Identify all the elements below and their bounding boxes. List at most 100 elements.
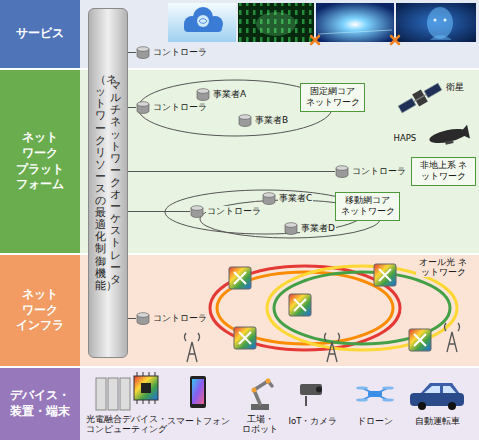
service-image [430, 35, 452, 40]
optical-switch [379, 269, 391, 281]
cylinder-icon [336, 166, 348, 171]
node-text: コントローラ [152, 47, 208, 58]
text-label: オール光 ネットワーク [416, 257, 471, 277]
satellite-icon [397, 80, 444, 115]
node-text: 固定網コア ネットワーク [305, 86, 360, 109]
device-icon [96, 378, 106, 410]
connector-line [128, 171, 335, 172]
label-text: オール光 ネットワーク [416, 257, 471, 277]
node-text: デバイス・ 装置・端末 [10, 388, 71, 419]
controller: コントローラ [335, 165, 407, 178]
layer-label: ネット ワーク プラット フォーム [0, 70, 80, 253]
device-icon [382, 386, 394, 389]
device-icon [410, 393, 464, 406]
service-image [316, 3, 394, 42]
antenna-icon [327, 342, 337, 362]
connector-line [128, 318, 136, 319]
node-text: マルチネットワークオーケストレータ [110, 80, 121, 286]
device-icon [190, 376, 206, 408]
optical-switch [414, 334, 426, 346]
cylinder-icon [191, 206, 203, 211]
optical-switch [229, 267, 251, 289]
haps-icon [428, 126, 468, 146]
network-box: 移動網コア ネットワーク [335, 192, 400, 221]
haps-icon [428, 125, 470, 148]
cross-mark [311, 36, 399, 44]
cylinder-icon [284, 222, 298, 235]
device-icon [266, 379, 271, 384]
optical-switch [239, 332, 251, 344]
node-text: （ネットワークリソースの最適化制御機能） [95, 74, 106, 292]
device-icon [362, 388, 388, 400]
text-label: 光電融合デバイス・ コンピューティング [85, 414, 167, 434]
node-text: コントローラ [152, 313, 208, 324]
device-icon [316, 387, 322, 393]
node-text: 事業者A [212, 89, 247, 100]
service-image [168, 3, 476, 42]
layer-band [0, 255, 479, 366]
satellite-icon [398, 98, 416, 113]
optical-switch [234, 327, 256, 349]
node-text: ネット ワーク インフラ [16, 287, 65, 334]
device-icon [300, 384, 322, 395]
device-icon [420, 383, 460, 394]
label-text: IoT・カメラ [289, 416, 338, 426]
antenna-icon [447, 332, 457, 352]
controller: コントローラ [190, 205, 262, 218]
satellite-icon [414, 95, 426, 102]
service-image [434, 19, 437, 22]
label-text: 工場・ ロボット [242, 414, 279, 434]
cylinder-icon [285, 223, 297, 228]
operator-node: 事業者A [196, 88, 247, 101]
text-label: 衛星 [446, 82, 464, 92]
service-image [444, 19, 447, 22]
device-icon [120, 378, 130, 410]
cross-mark [391, 36, 399, 44]
text-label: HAPS [394, 133, 417, 143]
device-icon [134, 376, 158, 400]
node-text: 事業者C [278, 193, 313, 204]
label-text: ドローン [357, 416, 393, 426]
optical-switch [229, 264, 431, 351]
optical-switch [409, 329, 431, 351]
antenna-icon [185, 323, 460, 362]
text-label: IoT・カメラ [289, 416, 338, 426]
text-label: 工場・ ロボット [242, 414, 279, 434]
node-text: コントローラ [152, 102, 208, 113]
service-image [168, 3, 236, 42]
optical-switch [234, 272, 246, 284]
optical-switch [289, 294, 311, 316]
cross-mark [311, 36, 319, 44]
text-label: ドローン [357, 416, 393, 426]
optical-ring [210, 266, 400, 350]
device-icon [448, 402, 456, 410]
text-label: スマートフォン [167, 416, 230, 426]
connector-line [128, 52, 136, 53]
cylinder-icon [335, 165, 349, 178]
node-text: 移動網コア ネットワーク [340, 195, 395, 218]
cylinder-icon [136, 101, 150, 114]
cylinder-icon [190, 205, 204, 218]
optical-ring [267, 266, 457, 350]
haps-icon [460, 125, 470, 140]
node-text: 事業者B [254, 115, 289, 126]
service-image [396, 3, 476, 42]
device-icon [108, 378, 118, 410]
layer-label: ネット ワーク インフラ [0, 255, 80, 366]
layer-band [0, 0, 479, 68]
service-image [318, 30, 392, 34]
satellite-icon [424, 83, 442, 98]
antenna-icon [187, 342, 197, 362]
cylinder-icon [238, 114, 252, 127]
optical-switch [229, 267, 251, 289]
cylinder-icon [196, 88, 210, 101]
device-icon [424, 386, 456, 393]
antenna-icon [185, 333, 200, 341]
service-image [199, 19, 207, 24]
device-icon [254, 381, 272, 404]
device-icon [305, 396, 307, 406]
device-icon [356, 386, 368, 389]
label-text: 光電融合デバイス・ コンピューティング [85, 414, 167, 434]
